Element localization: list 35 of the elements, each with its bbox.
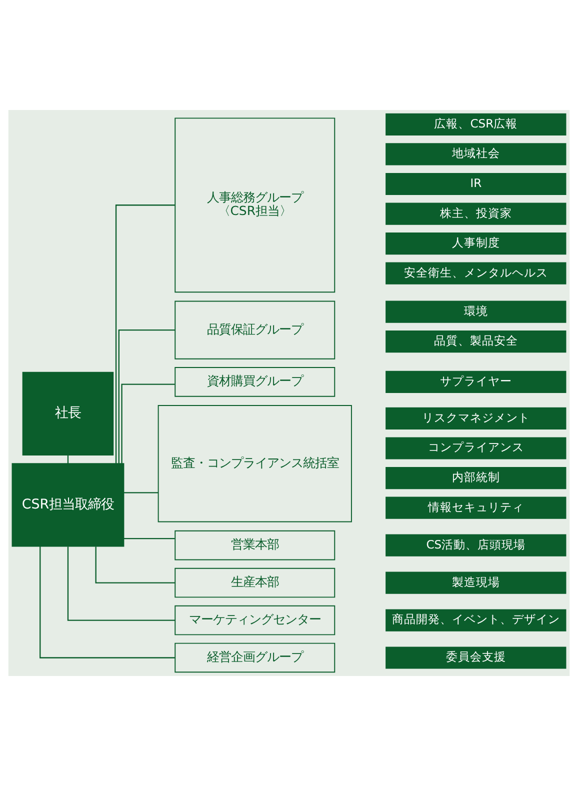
connector: [67, 546, 176, 620]
node-box: コンプライアンス: [386, 436, 566, 459]
node-box: サプライヤー: [386, 370, 566, 392]
connector: [121, 383, 175, 463]
node-box: 株主、投資家: [386, 202, 566, 224]
node-box: CSR担当取締役: [12, 462, 124, 546]
node-box: 安全衛生、メンタルヘルス: [386, 262, 566, 284]
node-box: 資材購買グループ: [174, 366, 336, 396]
node-box: 人事制度: [386, 232, 566, 254]
node-box: 委員会支援: [386, 646, 566, 668]
node-box: CS活動、店頭現場: [386, 534, 566, 556]
node-box: 情報セキュリティ: [386, 496, 566, 518]
connector: [118, 328, 175, 463]
node-box: 広報、CSR広報: [386, 112, 566, 135]
node-box: 監査・コンプライアンス統括室: [158, 404, 352, 522]
node-box: 商品開発、イベント、デザイン: [386, 608, 566, 631]
node-box: 社長: [22, 371, 114, 455]
node-box: 生産本部: [174, 567, 336, 598]
node-box: マーケティングセンター: [174, 604, 336, 635]
node-box: IR: [386, 172, 566, 195]
node-box: 品質、製品安全: [386, 330, 566, 352]
node-box: 経営企画グループ: [174, 642, 336, 672]
connector: [124, 538, 175, 539]
node-box: 営業本部: [174, 530, 336, 560]
node-box: 人事総務グループ 〈CSR担当〉: [174, 117, 336, 292]
node-box: 製造現場: [386, 571, 566, 594]
node-box: 地域社会: [386, 142, 566, 165]
connector: [95, 546, 175, 583]
node-box: 内部統制: [386, 466, 566, 489]
node-box: リスクマネジメント: [386, 406, 566, 430]
connector: [115, 204, 175, 464]
node-box: 環境: [386, 300, 566, 322]
connector: [124, 492, 158, 493]
connector: [40, 546, 175, 658]
node-box: 品質保証グループ: [174, 300, 336, 359]
